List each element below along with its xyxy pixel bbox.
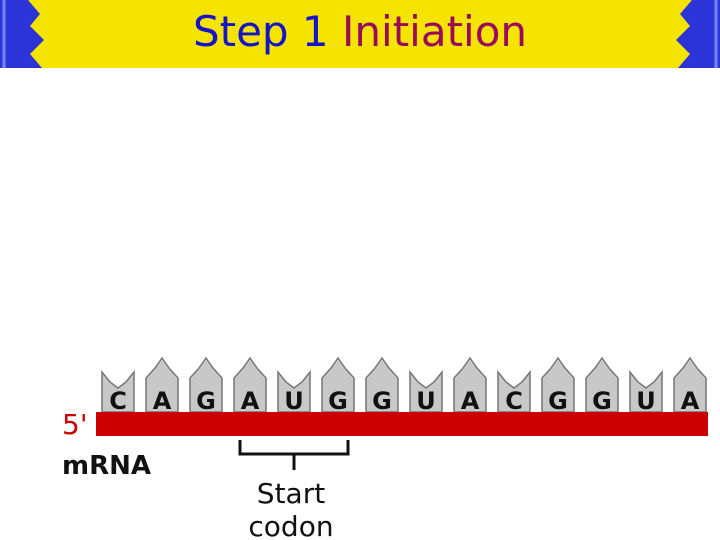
base-shape xyxy=(365,356,399,413)
base-C-10: C xyxy=(497,369,531,415)
base-shape xyxy=(233,356,267,413)
base-letter: C xyxy=(109,387,127,415)
five-prime-label: 5' xyxy=(62,408,88,441)
base-letter: G xyxy=(372,387,392,415)
base-U-8: U xyxy=(409,369,443,415)
base-G-3: G xyxy=(189,356,223,415)
start-codon-label-codon: codon xyxy=(248,510,333,540)
base-shape xyxy=(453,356,487,413)
right-panel-edge xyxy=(708,68,720,540)
base-letter: A xyxy=(461,387,480,415)
base-letter: G xyxy=(548,387,568,415)
slide-header xyxy=(0,0,720,68)
base-shape xyxy=(673,356,707,413)
title-step-name: Initiation xyxy=(342,7,528,56)
base-A-9: A xyxy=(453,356,487,415)
base-shape xyxy=(629,369,663,413)
mrna-label: mRNA xyxy=(62,451,151,481)
base-shape xyxy=(409,369,443,413)
base-shape xyxy=(497,369,531,413)
base-shape xyxy=(189,356,223,413)
diagram-panel xyxy=(0,68,708,540)
base-G-6: G xyxy=(321,356,355,415)
base-G-12: G xyxy=(585,356,619,415)
base-letter: G xyxy=(592,387,612,415)
base-letter: U xyxy=(284,387,304,415)
base-A-2: A xyxy=(145,356,179,415)
base-C-1: C xyxy=(101,369,135,415)
base-shape xyxy=(277,369,311,413)
base-letter: G xyxy=(196,387,216,415)
base-letter: A xyxy=(153,387,172,415)
start-codon-label-start: Start xyxy=(257,477,325,510)
base-shape xyxy=(541,356,575,413)
base-G-7: G xyxy=(365,356,399,415)
base-U-13: U xyxy=(629,369,663,415)
base-shape xyxy=(585,356,619,413)
base-A-4: A xyxy=(233,356,267,415)
base-shape xyxy=(145,356,179,413)
base-shape xyxy=(101,369,135,413)
base-letter: U xyxy=(416,387,436,415)
base-letter: C xyxy=(505,387,523,415)
base-U-5: U xyxy=(277,369,311,415)
mrna-strand xyxy=(96,412,708,436)
base-shape xyxy=(321,356,355,413)
base-A-14: A xyxy=(673,356,707,415)
start-codon-bracket xyxy=(238,440,350,470)
base-letter: A xyxy=(681,387,700,415)
base-letter: U xyxy=(636,387,656,415)
title-step-number: Step 1 xyxy=(192,7,329,56)
base-letter: G xyxy=(328,387,348,415)
base-G-11: G xyxy=(541,356,575,415)
base-letter: A xyxy=(241,387,260,415)
slide-title: Step 1 Initiation xyxy=(0,6,720,58)
